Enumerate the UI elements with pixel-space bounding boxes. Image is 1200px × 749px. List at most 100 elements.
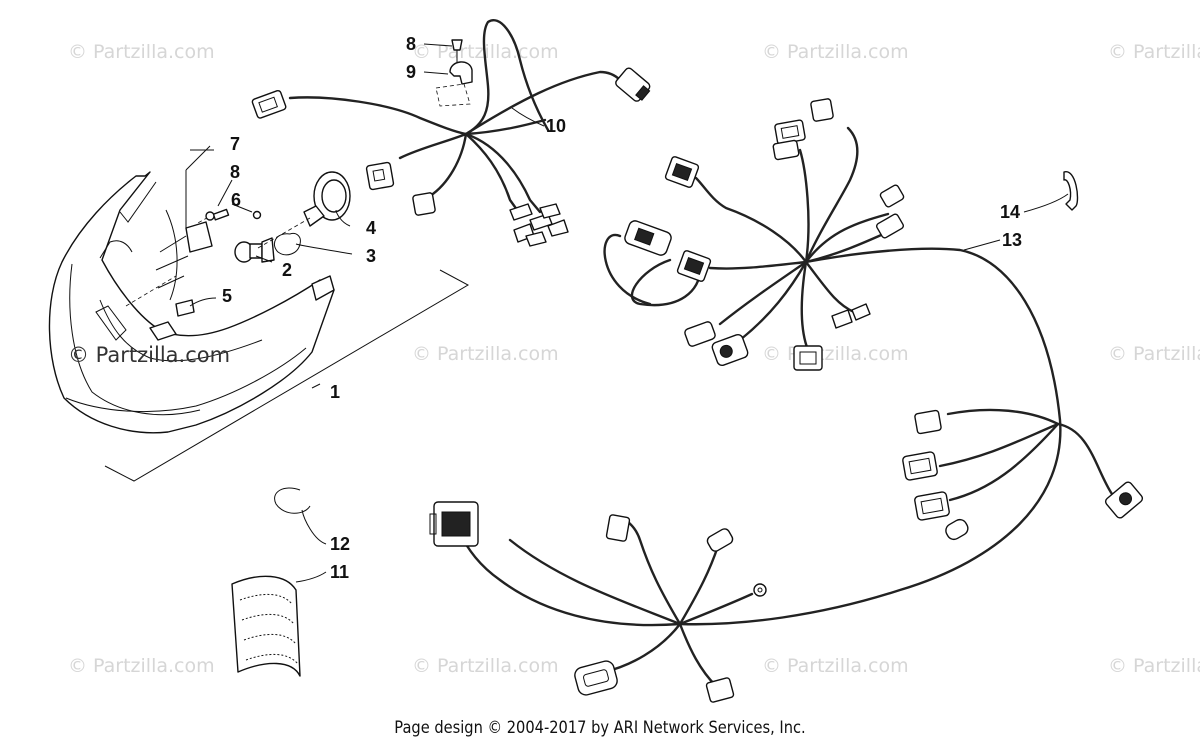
leader-2: [255, 255, 273, 263]
watermark-overlay: © Partzilla.com: [68, 343, 230, 367]
watermark: © Partzilla.com: [68, 41, 215, 63]
leader-4: [335, 209, 351, 227]
rubber-boot: [303, 171, 351, 227]
callout-12[interactable]: 12: [330, 534, 350, 554]
harness-wire: [678, 592, 754, 626]
leader-8a: [217, 179, 233, 207]
ecu-connector: [429, 501, 479, 547]
boot-inner: [321, 179, 347, 213]
reflector-detail: [95, 305, 127, 341]
callout-7[interactable]: 7: [230, 134, 240, 154]
sensor-connector: [624, 220, 672, 256]
harness-wire: [464, 132, 542, 214]
harness-connector: [772, 139, 800, 161]
harness-wire: [938, 422, 1060, 468]
harness-connector: [914, 491, 950, 521]
shell-contour: [65, 347, 307, 412]
harness-wire: [678, 544, 720, 626]
harness-connector: [664, 156, 700, 188]
harness-connector: [774, 119, 806, 145]
harness-wire: [398, 132, 468, 160]
callout-14[interactable]: 14: [1000, 202, 1020, 222]
callout-3[interactable]: 3: [366, 246, 376, 266]
harness-wire: [428, 132, 468, 198]
harness-connector: [412, 192, 436, 216]
bracket-plate: [185, 221, 213, 253]
callout-2[interactable]: 2: [282, 260, 292, 280]
harness-connector: [615, 67, 651, 102]
snap-ring: [274, 487, 311, 514]
harness-connector: [1104, 481, 1144, 519]
harness-wire: [804, 126, 859, 264]
screw: [195, 208, 230, 225]
harness-wire: [804, 212, 890, 264]
alignment-line: [257, 217, 311, 249]
leader-8b: [423, 43, 453, 47]
callout-1[interactable]: 1: [330, 382, 340, 402]
headlight-harness: [251, 19, 651, 247]
retaining-hook: [1063, 171, 1079, 211]
reflector-detail: [165, 209, 178, 301]
watermark: © Partzilla.com: [412, 343, 559, 365]
callout-4[interactable]: 4: [366, 218, 376, 238]
harness-wire: [948, 422, 1060, 502]
harness-connector: [676, 250, 712, 282]
callout-13[interactable]: 13: [1002, 230, 1022, 250]
harness-wire: [708, 260, 808, 270]
harness-connector: [876, 213, 904, 239]
watermark: © Partzilla.com: [1108, 41, 1200, 63]
watermark: © Partzilla.com: [762, 41, 909, 63]
callout-8-upper[interactable]: 8: [406, 34, 416, 54]
shell-tab: [119, 181, 157, 223]
harness-connector: [605, 514, 631, 542]
leader-10: [511, 107, 545, 127]
callout-8-lower[interactable]: 8: [230, 162, 240, 182]
mounting-ear: [149, 321, 177, 341]
harness-wire: [718, 260, 808, 326]
harness-connector: [914, 409, 942, 435]
harness-connector: [711, 333, 749, 367]
screw-head: [205, 211, 215, 221]
harness-connector: [684, 321, 716, 347]
callout-10[interactable]: 10: [546, 116, 566, 136]
boot-neck: [303, 205, 325, 227]
harness-wire: [464, 19, 550, 136]
shell-contour: [69, 263, 201, 416]
main-harness: [429, 98, 1144, 703]
harness-connector: [810, 98, 834, 122]
page-footer: Page design © 2004-2017 by ARI Network S…: [394, 718, 806, 738]
clamp-screw-head: [451, 39, 463, 51]
clamp-mount-outline: [435, 83, 471, 107]
harness-connector: [793, 345, 823, 371]
harness-wire: [946, 408, 1060, 426]
mounting-bracket: [185, 145, 213, 253]
headlight-bulb: [234, 237, 275, 263]
harness-wire: [464, 70, 622, 136]
leader-12: [301, 509, 327, 545]
harness-clamp: [435, 39, 473, 107]
leader-lines: [189, 43, 1069, 583]
callout-9[interactable]: 9: [406, 62, 416, 82]
leader-6: [231, 203, 253, 213]
assembly-bracket-line: [104, 269, 470, 482]
leader-1: [311, 383, 321, 389]
callout-11[interactable]: 11: [330, 562, 349, 582]
harness-wire: [804, 260, 856, 314]
harness-connector: [879, 184, 905, 208]
leader-3: [295, 243, 353, 255]
harness-connector: [706, 528, 734, 552]
harness-wire: [464, 118, 547, 136]
callout-5[interactable]: 5: [222, 286, 232, 306]
leader-11: [295, 571, 327, 583]
watermark: © Partzilla.com: [68, 655, 215, 677]
shell-contour: [99, 299, 263, 362]
harness-wire: [798, 148, 810, 264]
watermark: © Partzilla.com: [412, 655, 559, 677]
leader-9: [423, 71, 449, 75]
leader-13: [963, 239, 1001, 251]
callout-6[interactable]: 6: [231, 190, 241, 210]
watermark-layer: © Partzilla.com © Partzilla.com © Partzi…: [68, 41, 1200, 677]
harness-connector: [574, 660, 618, 696]
harness-wire: [602, 622, 682, 674]
